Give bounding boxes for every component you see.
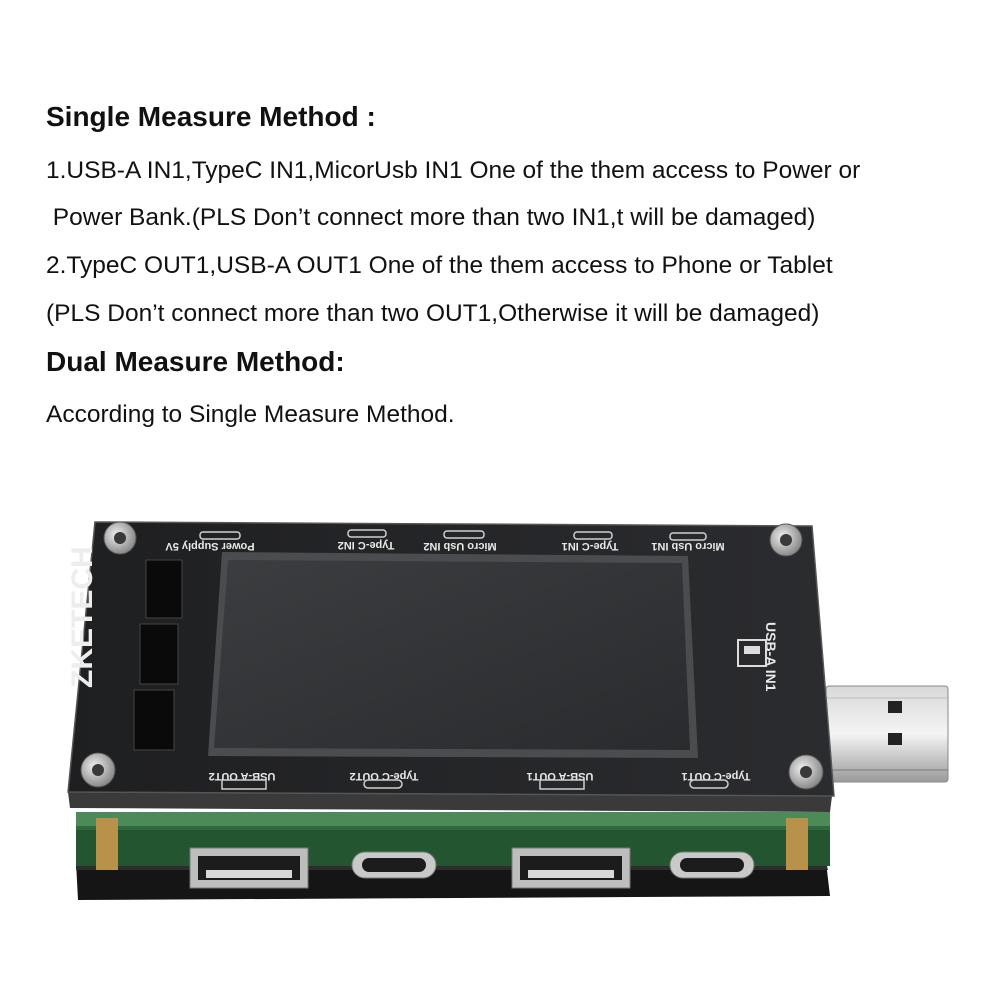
screw-top-right xyxy=(769,523,803,557)
port-usb-a-out2 xyxy=(189,847,309,889)
port-usb-a-out1 xyxy=(511,847,631,889)
button-3 xyxy=(133,689,175,751)
screw-bottom-left xyxy=(80,752,116,788)
label-power-supply: Power Supply 5V xyxy=(165,540,255,552)
port-type-c-out1 xyxy=(669,851,755,879)
marking-micro-in2 xyxy=(443,530,485,539)
marking-type-c-out2 xyxy=(363,779,403,789)
dual-measure-heading: Dual Measure Method: xyxy=(46,346,345,377)
marking-power-port xyxy=(199,531,241,540)
marking-usb-a-out2 xyxy=(221,779,267,790)
button-2 xyxy=(139,623,179,685)
brass-standoff xyxy=(96,818,118,870)
single-measure-heading: Single Measure Method : xyxy=(46,101,376,132)
label-type-c-out2: Type-C OUT2 xyxy=(350,770,419,782)
top-plate-edge xyxy=(68,792,832,812)
marking-micro-in1 xyxy=(669,532,707,541)
instruction-line-3: 2.TypeC OUT1,USB-A OUT1 One of the them … xyxy=(46,252,833,279)
brand-logo: ZKETECH xyxy=(66,546,99,688)
instruction-line-1: 1.USB-A IN1,TypeC IN1,MicorUsb IN1 One o… xyxy=(46,157,861,184)
marking-type-c-out1 xyxy=(689,779,729,789)
buttons-column xyxy=(133,559,183,751)
screw-top-left xyxy=(103,521,137,555)
label-type-c-in2: Type-C IN2 xyxy=(338,539,395,551)
label-micro-usb-in2: Micro Usb IN2 xyxy=(423,540,496,552)
brass-standoff xyxy=(786,818,808,870)
label-type-c-out1: Type-C OUT1 xyxy=(682,770,751,782)
usb-a-plug xyxy=(825,685,949,783)
usb-a-in1-icon xyxy=(737,639,767,667)
label-usb-a-out2: USB-A OUT2 xyxy=(209,770,276,782)
instruction-line-4: (PLS Don’t connect more than two OUT1,Ot… xyxy=(46,300,820,327)
label-micro-usb-in1: Micro Usb IN1 xyxy=(651,540,724,552)
marking-type-c-in2 xyxy=(347,529,387,538)
label-usb-a-out1: USB-A OUT1 xyxy=(527,770,594,782)
display-screen xyxy=(208,552,698,758)
marking-usb-a-out1 xyxy=(539,779,585,790)
screw-bottom-right xyxy=(788,754,824,790)
button-1 xyxy=(145,559,183,619)
instruction-line-2: Power Bank.(PLS Don’t connect more than … xyxy=(46,204,816,231)
marking-type-c-in1 xyxy=(573,531,613,540)
port-type-c-out2 xyxy=(351,851,437,879)
label-type-c-in1: Type-C IN1 xyxy=(562,540,619,552)
dual-measure-text: According to Single Measure Method. xyxy=(46,401,455,428)
